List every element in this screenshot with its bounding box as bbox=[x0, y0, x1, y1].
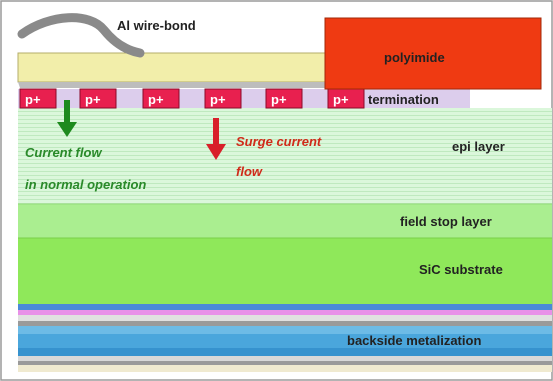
surge-current-label: Surge current bbox=[236, 134, 322, 149]
polyimide-label: polyimide bbox=[384, 50, 445, 65]
surge-flow-label: flow bbox=[236, 164, 263, 179]
p-plus-label: p+ bbox=[333, 92, 349, 107]
surge-current-arrow bbox=[206, 118, 226, 160]
field-stop-layer bbox=[18, 204, 552, 238]
polyimide-block bbox=[324, 17, 542, 90]
substrate-label: SiC substrate bbox=[419, 262, 503, 277]
p-plus-label: p+ bbox=[85, 92, 101, 107]
p-plus-region bbox=[79, 88, 117, 109]
epi-layer bbox=[18, 108, 552, 204]
epi-layer-label: epi layer bbox=[452, 139, 505, 154]
aluminium-pad bbox=[17, 52, 357, 83]
backside-metal-label: backside metalization bbox=[347, 333, 481, 348]
backside-metal-stack bbox=[18, 304, 552, 372]
pad-shadow bbox=[18, 82, 356, 88]
p-plus-region bbox=[19, 88, 57, 109]
p-plus-label: p+ bbox=[25, 92, 41, 107]
current-flow-arrow bbox=[57, 100, 77, 137]
p-plus-label: p+ bbox=[271, 92, 287, 107]
p-plus-regions bbox=[19, 88, 365, 109]
wire-bond bbox=[17, 13, 145, 58]
p-plus-label: p+ bbox=[210, 92, 226, 107]
current-flow-label: Current flow bbox=[25, 145, 102, 160]
p-plus-region bbox=[265, 88, 303, 109]
normal-operation-label: in normal operation bbox=[25, 177, 146, 192]
p-plus-region bbox=[204, 88, 242, 109]
p-plus-label: p+ bbox=[148, 92, 164, 107]
p-plus-region bbox=[142, 88, 180, 109]
sic-substrate bbox=[18, 238, 552, 304]
termination-label: termination bbox=[368, 92, 439, 107]
wire-bond-label: Al wire-bond bbox=[117, 18, 196, 33]
field-stop-label: field stop layer bbox=[400, 214, 492, 229]
